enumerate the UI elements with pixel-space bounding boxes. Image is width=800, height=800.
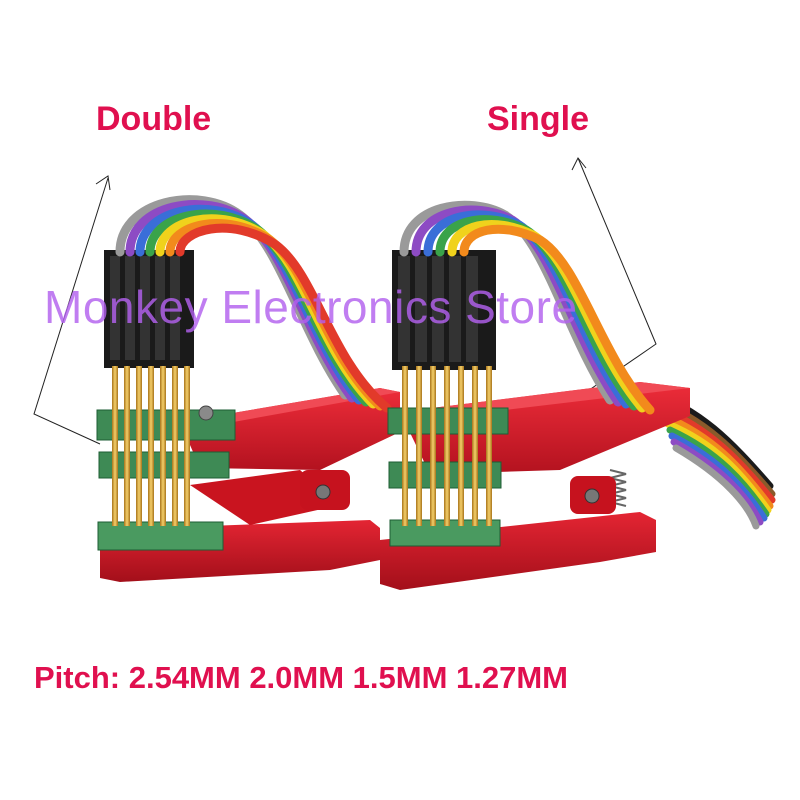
- single-pogo-pins: [402, 366, 492, 526]
- double-clip-upper-jaw: [180, 388, 400, 470]
- pitch-caption: Pitch: 2.54MM 2.0MM 1.5MM 1.27MM: [34, 660, 569, 695]
- double-pcb-bottom: [97, 521, 224, 551]
- double-clip: [96, 195, 400, 582]
- single-label: Single: [487, 100, 590, 138]
- single-clip: [380, 200, 690, 590]
- double-ribbon-cable: [115, 195, 392, 413]
- pointer-line-double: [33, 175, 111, 445]
- store-watermark: Monkey Electronics Store: [44, 281, 578, 333]
- single-clip-lower-jaw: [380, 512, 656, 590]
- single-ribbon-cable: [399, 200, 655, 415]
- double-pogo-pins: [112, 366, 190, 526]
- spring-clip: [609, 469, 627, 507]
- double-label: Double: [96, 100, 212, 138]
